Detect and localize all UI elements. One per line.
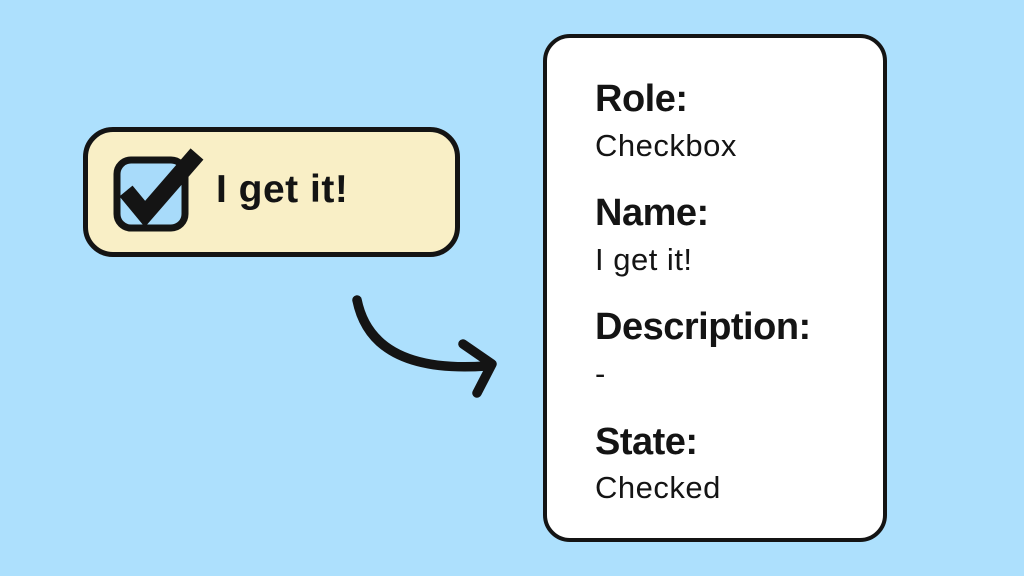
field-role: Role: Checkbox bbox=[595, 78, 869, 163]
field-value-description: - bbox=[595, 355, 606, 391]
field-value-role: Checkbox bbox=[595, 127, 737, 163]
field-label-description: Description: bbox=[595, 306, 811, 349]
field-value-name: I get it! bbox=[595, 241, 693, 277]
field-label-state: State: bbox=[595, 420, 698, 463]
checked-checkbox-icon[interactable] bbox=[112, 148, 208, 234]
field-description: Description: - bbox=[595, 306, 869, 391]
checkbox-widget[interactable]: I get it! bbox=[83, 127, 460, 257]
field-value-state: Checked bbox=[595, 470, 721, 506]
checkbox-label[interactable]: I get it! bbox=[216, 168, 349, 211]
field-name: Name: I get it! bbox=[595, 192, 869, 277]
field-label-role: Role: bbox=[595, 78, 688, 120]
field-state: State: Checked bbox=[595, 421, 869, 506]
field-label-name: Name: bbox=[595, 192, 709, 235]
accessibility-info-card: Role: Checkbox Name: I get it! Descripti… bbox=[543, 34, 887, 542]
